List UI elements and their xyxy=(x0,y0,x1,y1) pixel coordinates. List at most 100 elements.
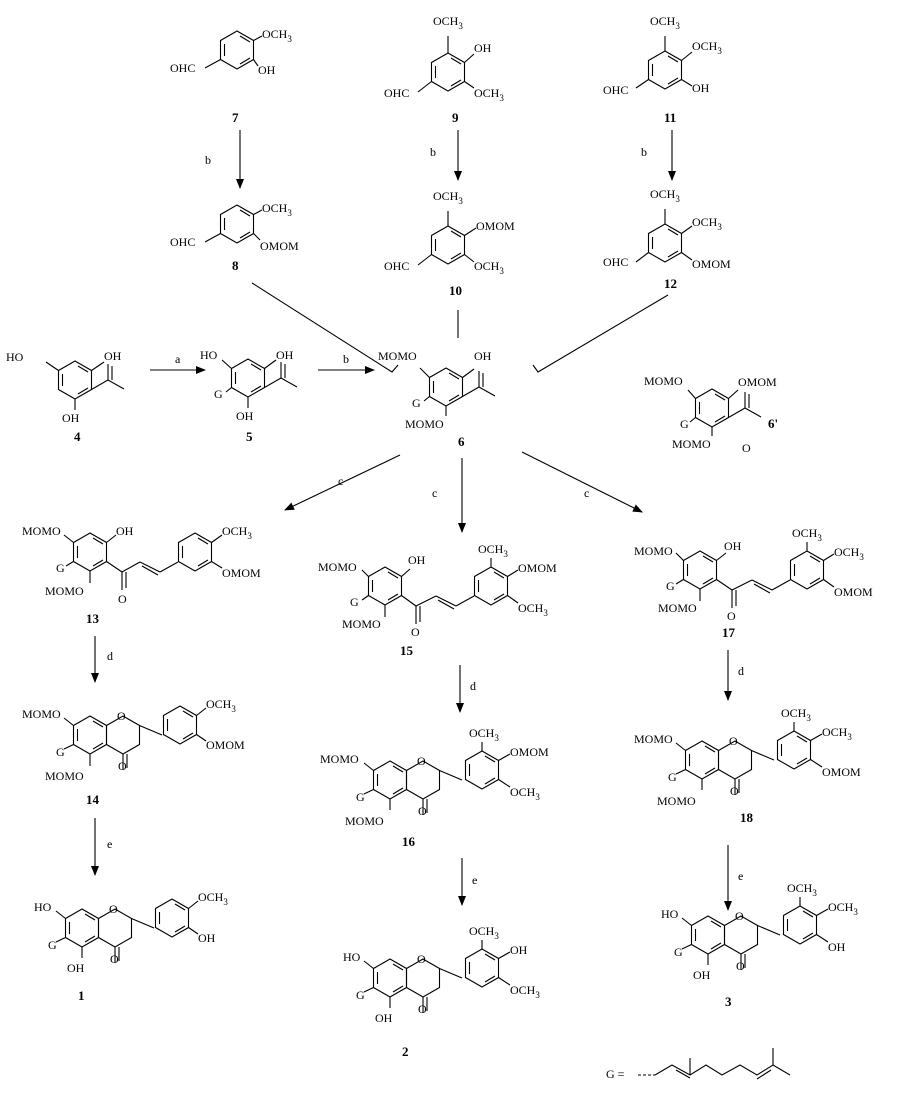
omom-label: OMOM xyxy=(476,219,515,233)
g-label: G xyxy=(668,770,677,784)
ho-label: HO xyxy=(661,907,679,921)
och3-label: OCH3 xyxy=(474,259,504,276)
momo-label: MOMO xyxy=(672,437,711,451)
och3-label: OCH3 xyxy=(222,524,252,541)
ohc-label: OHC xyxy=(170,61,195,75)
momo-label: MOMO xyxy=(345,814,384,828)
g-equals-label: G = xyxy=(606,1067,625,1081)
carbonyl-o-label: O xyxy=(730,784,739,798)
compound-number-11: 11 xyxy=(664,110,676,125)
condition-e: e xyxy=(472,873,477,887)
och3-label: OCH3 xyxy=(433,14,463,31)
ho-label: HO xyxy=(6,350,24,364)
oh-label: OH xyxy=(116,524,134,538)
condition-e: e xyxy=(738,869,743,883)
compound-number-4: 4 xyxy=(74,429,81,444)
carbonyl-o-label: O xyxy=(118,759,127,773)
g-label: G xyxy=(356,790,365,804)
g-label: G xyxy=(356,988,365,1002)
och3-label: OCH3 xyxy=(469,726,499,743)
och3-label: OCH3 xyxy=(792,526,822,543)
oh-label: OH xyxy=(258,63,276,77)
och3-label: OCH3 xyxy=(478,542,508,559)
oh-label: OH xyxy=(236,409,254,423)
oh-label: OH xyxy=(67,961,85,975)
g-label: G xyxy=(666,579,675,593)
och3-label: OCH3 xyxy=(262,27,292,44)
compound-13: MOMO OH G MOMO O OCH3 OMOM 13 xyxy=(22,524,261,626)
omom-label: OMOM xyxy=(222,566,261,580)
momo-label: MOMO xyxy=(634,544,673,558)
momo-label: MOMO xyxy=(405,417,444,431)
condition-d: d xyxy=(470,679,476,693)
condition-c: c xyxy=(584,486,589,500)
compound-4: HO OH OH 4 xyxy=(6,349,125,444)
compound-number-18: 18 xyxy=(740,810,754,825)
g-label: G xyxy=(214,387,223,401)
omom-label: OMOM xyxy=(834,585,873,599)
compound-6: MOMO OH G MOMO 6 xyxy=(378,349,496,449)
momo-label: MOMO xyxy=(45,769,84,783)
momo-label: MOMO xyxy=(22,707,61,721)
omom-label: OMOM xyxy=(738,375,777,389)
condition-b: b xyxy=(205,153,211,167)
oh-label: OH xyxy=(62,411,80,425)
compound-2: HO G OH O O OCH3 OH OCH3 2 xyxy=(343,924,540,1059)
och3-label: OCH3 xyxy=(692,39,722,56)
compound-number-9: 9 xyxy=(452,110,459,125)
och3-label: OCH3 xyxy=(828,900,858,917)
g-label: G xyxy=(56,745,65,759)
och3-label: OCH3 xyxy=(822,725,852,742)
compound-11: OCH3 OCH3 OH OHC 11 xyxy=(603,14,722,125)
ring-o-label: O xyxy=(417,754,426,768)
omom-label: OMOM xyxy=(518,561,557,575)
oh-label: OH xyxy=(104,349,122,363)
ho-label: HO xyxy=(343,950,361,964)
omom-label: OMOM xyxy=(692,257,731,271)
compound-16: MOMO G MOMO O O OCH3 OMOM OCH3 16 xyxy=(320,726,549,849)
omom-label: OMOM xyxy=(206,738,245,752)
geranyl-definition: G = xyxy=(606,1048,791,1081)
condition-b: b xyxy=(641,145,647,159)
oh-label: OH xyxy=(198,931,216,945)
compound-number-1: 1 xyxy=(78,988,85,1003)
compound-number-10: 10 xyxy=(449,283,462,298)
momo-label: MOMO xyxy=(320,752,359,766)
och3-label: OCH3 xyxy=(198,890,228,907)
compound-number-15: 15 xyxy=(400,643,414,658)
carbonyl-o-label: O xyxy=(727,609,736,623)
condition-a: a xyxy=(175,352,181,366)
ohc-label: OHC xyxy=(384,259,409,273)
oh-label: OH xyxy=(692,81,710,95)
momo-label: MOMO xyxy=(22,524,61,538)
compound-number-8: 8 xyxy=(232,258,239,273)
och3-label: OCH3 xyxy=(469,924,499,941)
compound-number-13: 13 xyxy=(86,611,100,626)
condition-d: d xyxy=(738,664,744,678)
oh-label: OH xyxy=(375,1011,393,1025)
och3-label: OCH3 xyxy=(650,187,680,204)
compound-3: HO G OH O O OCH3 OCH3 OH 3 xyxy=(661,881,858,1009)
compound-12: OCH3 OCH3 OMOM OHC 12 xyxy=(603,187,731,291)
g-label: G xyxy=(680,417,689,431)
ring-o-label: O xyxy=(109,902,118,916)
momo-label: MOMO xyxy=(644,374,683,388)
och3-label: OCH3 xyxy=(510,785,540,802)
g-label: G xyxy=(48,938,57,952)
compound-number-3: 3 xyxy=(725,994,732,1009)
ohc-label: OHC xyxy=(384,86,409,100)
arrow-c xyxy=(521,451,643,513)
carbonyl-o-label: O xyxy=(110,952,119,966)
och3-label: OCH3 xyxy=(262,201,292,218)
geranyl-chain xyxy=(654,1064,791,1076)
convergence-line xyxy=(251,282,399,373)
och3-label: OCH3 xyxy=(692,215,722,232)
momo-label: MOMO xyxy=(378,349,417,363)
compound-14: MOMO G MOMO O O OCH3 OMOM 14 xyxy=(22,697,245,807)
och3-label: OCH3 xyxy=(433,189,463,206)
compound-7: OHC OCH3 OH 7 xyxy=(170,27,292,125)
carbonyl-o-label: O xyxy=(418,1002,427,1016)
compound-5: HO OH G OH 5 xyxy=(200,348,298,444)
och3-label: OCH3 xyxy=(474,86,504,103)
